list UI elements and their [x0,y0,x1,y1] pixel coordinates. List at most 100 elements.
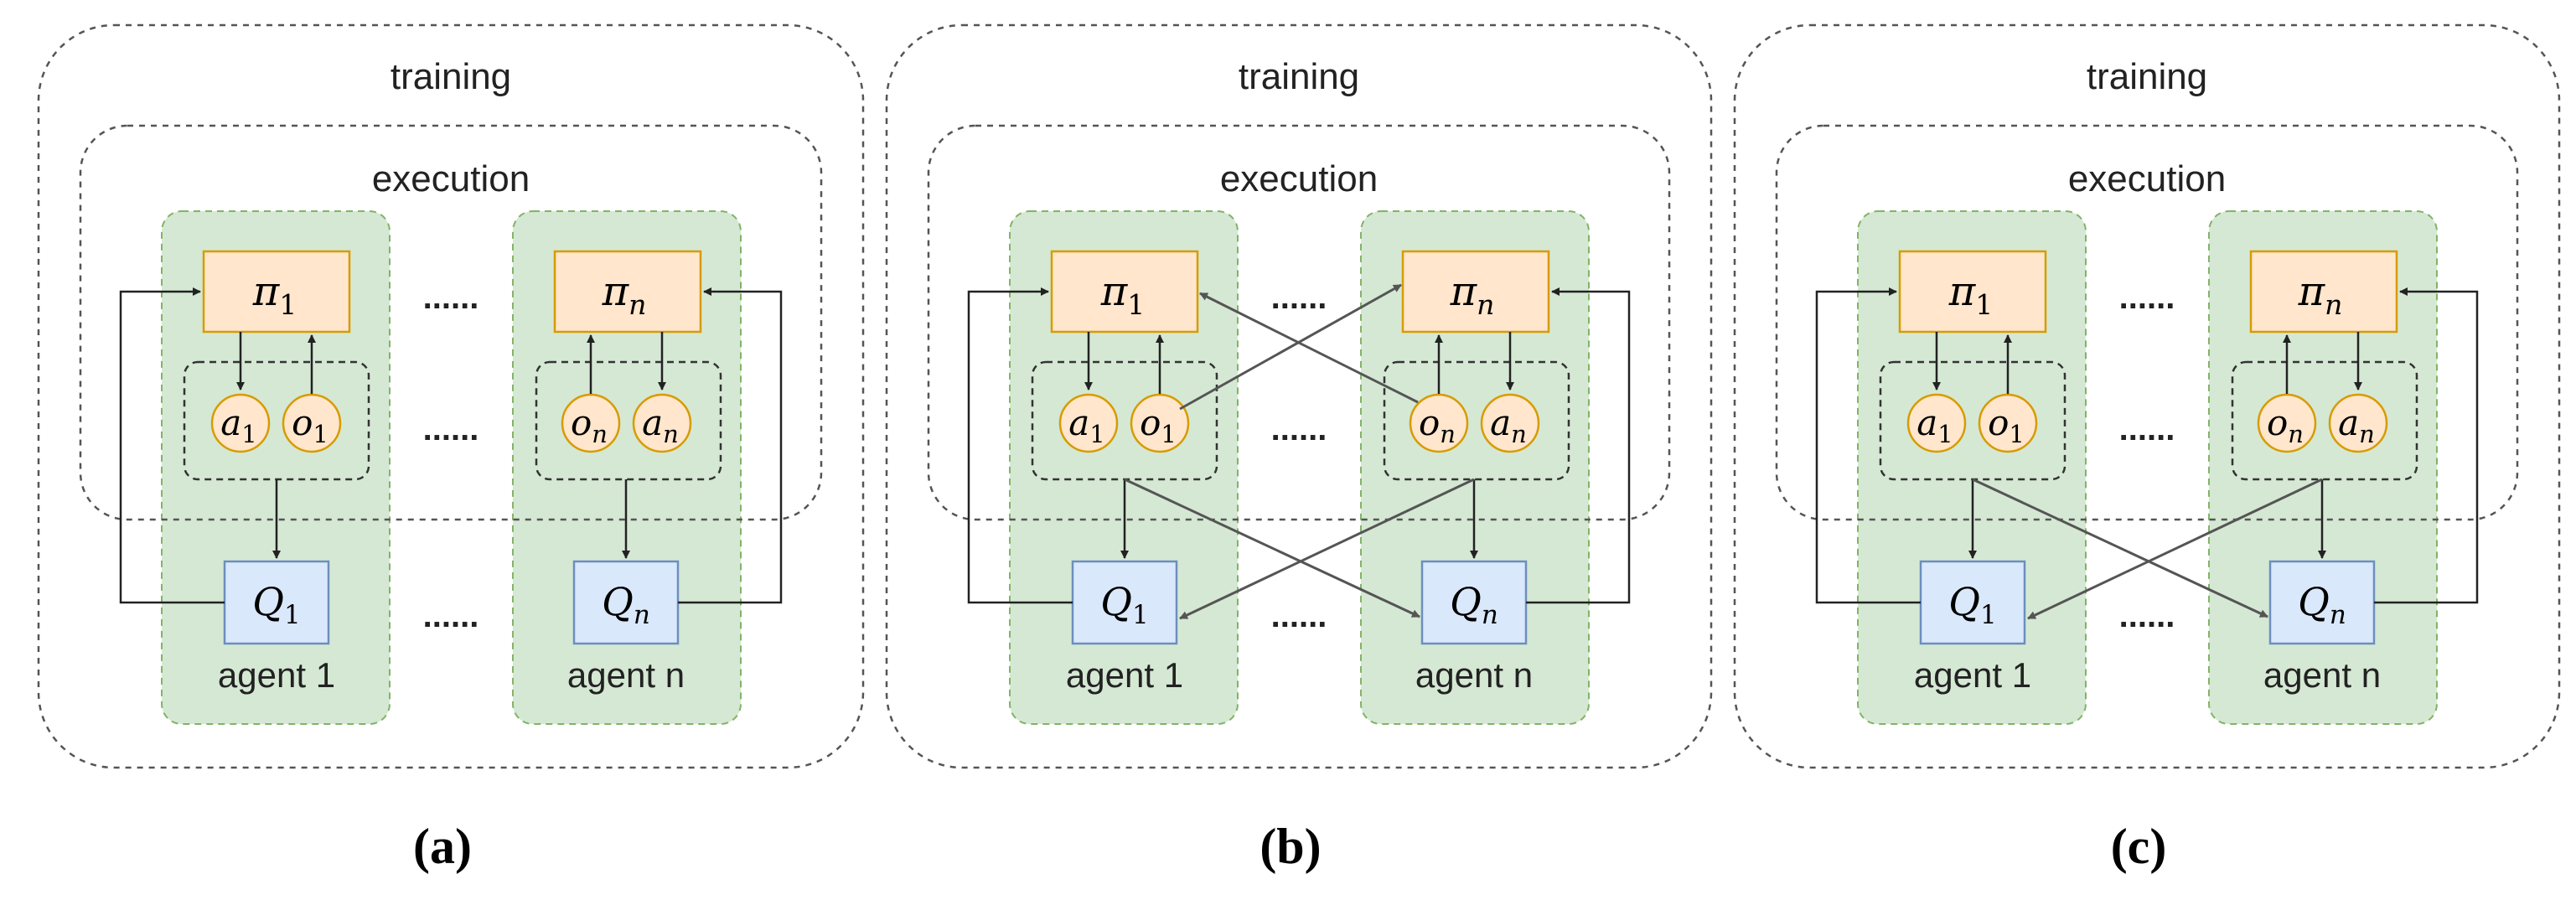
agent-1-label: agent 1 [1914,655,2031,695]
critic-1-label: Q1 [1948,579,1996,630]
action-1-node [1906,393,1967,453]
observation-n-node [2257,393,2317,453]
policy-n-label: πn [602,268,647,321]
policy-ellipsis: ...... [423,279,479,316]
critic-1-box [1919,560,2026,645]
agent-n-label: agent n [567,655,685,695]
feedback-critic-n-to-policy-n [1526,287,1631,604]
observation-1-node-label: o1 [1988,402,2025,448]
agent-n-io-group [1383,360,1570,481]
critic-n-box [1420,560,1528,645]
panel-caption-c: (c) [2111,819,2167,874]
io-ellipsis: ...... [2119,411,2175,447]
agent-n-box [512,210,742,725]
action-1-node [210,393,271,453]
cross-actions-1-to-critic-n [1972,478,2268,618]
cross-observation-n-to-policy-1 [1199,292,1419,404]
execution-label: execution [372,158,530,199]
agent-n-io-group [2231,360,2418,481]
agent-1-box [161,210,391,725]
execution-label: execution [2068,158,2226,199]
critic-1-label: Q1 [1100,579,1148,630]
observation-n-node [561,393,621,453]
policy-ellipsis: ...... [2119,279,2175,316]
policy-n-box [1401,250,1550,334]
agent-1-box [1857,210,2087,725]
action-1-node [1058,393,1119,453]
observation-1-node-label: o1 [292,402,328,448]
observation-n-node [1409,393,1469,453]
action-n-node-label: an [2338,402,2375,448]
panel-caption-a: (a) [413,819,472,874]
agent-n-label: agent n [2263,655,2381,695]
action-n-node-label: an [642,402,679,448]
observation-n-node-label: on [1419,402,1456,448]
execution-label: execution [1220,158,1378,199]
observation-n-node-label: on [571,402,608,448]
critic-ellipsis: ...... [423,597,479,634]
critic-1-label: Q1 [252,579,300,630]
observation-n-node-label: on [2267,402,2304,448]
feedback-critic-1-to-policy-1 [1815,287,1921,604]
agent-n-box [2208,210,2438,725]
observation-1-node-label: o1 [1140,402,1177,448]
critic-n-box [2268,560,2376,645]
policy-n-label: πn [1450,268,1495,321]
policy-1-box [1898,250,2047,334]
feedback-critic-n-to-policy-n [2374,287,2479,604]
training-label: training [391,56,511,97]
critic-ellipsis: ...... [2119,597,2175,634]
policy-1-label: π1 [1100,268,1146,321]
feedback-critic-n-to-policy-n [678,287,783,604]
cross-actions-n-to-critic-1 [1179,478,1475,620]
policy-n-label: πn [2298,268,2343,321]
action-n-node [2328,393,2388,453]
observation-1-node [1130,393,1190,453]
panel-caption-b: (b) [1260,819,1321,874]
io-ellipsis: ...... [1271,411,1327,447]
io-ellipsis: ...... [423,411,479,447]
execution-boundary [79,124,823,521]
agent-1-box [1009,210,1239,725]
policy-ellipsis: ...... [1271,279,1327,316]
action-1-node-label: a1 [1068,402,1105,448]
policy-1-box [1050,250,1199,334]
action-n-node-label: an [1490,402,1527,448]
feedback-critic-1-to-policy-1 [119,287,225,604]
action-n-node [632,393,692,453]
critic-n-label: Qn [602,579,650,630]
action-1-node-label: a1 [1916,402,1953,448]
critic-1-box [1071,560,1178,645]
observation-1-node [282,393,342,453]
execution-boundary [1775,124,2519,521]
policy-n-box [2249,250,2398,334]
agent-n-box [1360,210,1590,725]
agent-1-label: agent 1 [218,655,335,695]
critic-ellipsis: ...... [1271,597,1327,634]
execution-boundary [927,124,1671,521]
observation-1-node [1978,393,2038,453]
cross-observation-1-to-policy-n [1179,283,1402,411]
policy-1-label: π1 [252,268,297,321]
cross-actions-n-to-critic-1 [2027,478,2323,620]
policy-1-label: π1 [1948,268,1994,321]
training-label: training [2087,56,2207,97]
cross-actions-1-to-critic-n [1124,478,1420,618]
agent-n-label: agent n [1415,655,1533,695]
action-n-node [1480,393,1540,453]
critic-n-label: Qn [1450,579,1498,630]
critic-1-box [223,560,330,645]
critic-n-box [572,560,680,645]
action-1-node-label: a1 [220,402,257,448]
agent-1-label: agent 1 [1066,655,1183,695]
critic-n-label: Qn [2298,579,2346,630]
feedback-critic-1-to-policy-1 [967,287,1073,604]
training-label: training [1239,56,1359,97]
policy-1-box [202,250,351,334]
policy-n-box [553,250,702,334]
agent-n-io-group [535,360,722,481]
